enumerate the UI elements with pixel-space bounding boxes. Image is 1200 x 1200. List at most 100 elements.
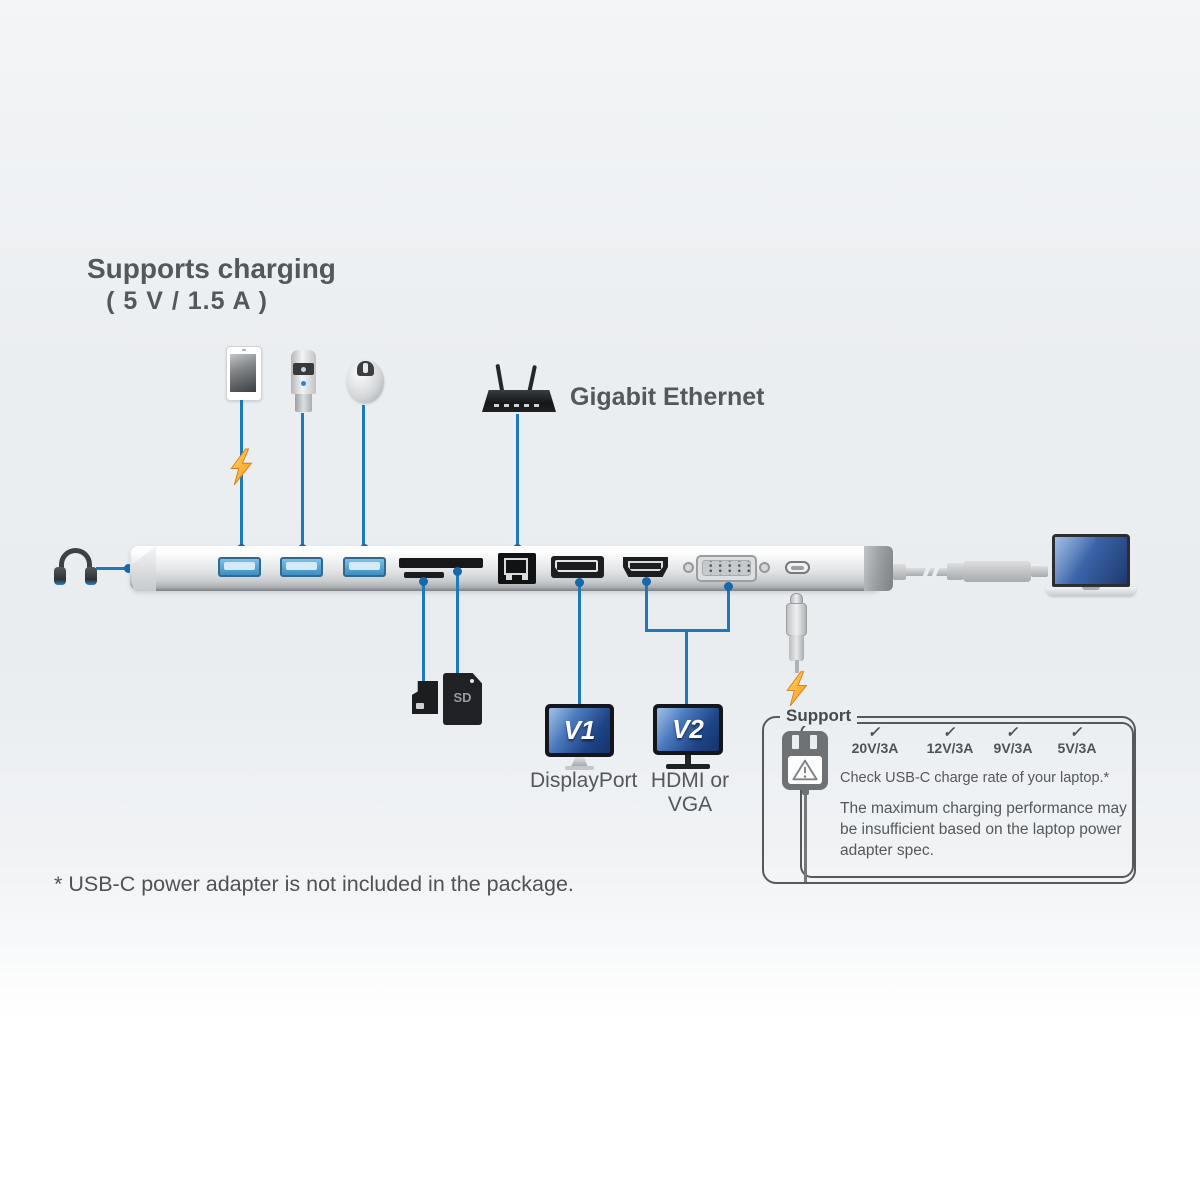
monitor-v1-screen: V1: [549, 708, 610, 753]
line-sd: [456, 568, 459, 674]
power-adapter-icon: [782, 731, 828, 790]
usb-c-port: [785, 561, 810, 574]
line-drive: [301, 413, 304, 549]
drive-led: [301, 381, 306, 386]
drive-lens: [301, 367, 306, 372]
line-vga: [727, 584, 730, 631]
usb-a-port-2: [280, 557, 323, 577]
usb-c-plug-cable: [794, 660, 799, 673]
usb-drive-icon: [291, 350, 316, 412]
vga-screw-right: [759, 562, 770, 573]
warning-triangle-icon: [792, 759, 818, 781]
usb-tongue: [224, 562, 255, 570]
rate-12v: ✓ 12V/3A: [920, 724, 980, 756]
monitor-v1-base: [565, 766, 594, 770]
hdmi-outline: [628, 561, 663, 571]
line-displayport: [578, 579, 581, 706]
monitor-v2: V2: [653, 704, 723, 755]
title-line2: ( 5 V / 1.5 A ): [106, 287, 268, 315]
lightning-bolt-icon: [786, 671, 808, 707]
laptop-screen-frame: [1052, 534, 1130, 587]
router-antenna-left: [495, 363, 505, 395]
headphone-right-cup: [85, 567, 97, 585]
rj45-outline: [504, 558, 528, 575]
usb-a-port-1: [218, 557, 261, 577]
smartphone-icon: [226, 346, 262, 401]
title-line1: Supports charging: [87, 253, 336, 284]
router-icon: [482, 362, 556, 412]
router-body: [482, 390, 556, 412]
ethernet-label: Gigabit Ethernet: [570, 383, 765, 411]
rate-5v: ✓ 5V/3A: [1050, 724, 1104, 756]
rate-label: 5V/3A: [1057, 740, 1097, 756]
rate-9v: ✓ 9V/3A: [988, 724, 1038, 756]
lightning-bolt-icon: [230, 448, 253, 486]
vga-port: [696, 555, 757, 582]
monitor-v1-caption: DisplayPort: [530, 769, 638, 792]
phone-speaker: [242, 349, 246, 351]
usb-a-port-3: [343, 557, 386, 577]
router-lights: [494, 404, 544, 407]
line-bracket-vertical: [684, 629, 688, 706]
laptop-notch: [1082, 587, 1100, 590]
check-icon: ✓: [942, 724, 959, 741]
check-icon: ✓: [867, 724, 884, 741]
usb-c-pin: [791, 566, 804, 570]
sd-card-slot: [399, 558, 483, 568]
laptop-icon: [1046, 532, 1136, 596]
monitor-v2-caption: HDMI or VGA: [650, 769, 730, 816]
usb-c-plug-body: [786, 603, 807, 636]
dot-vga: [724, 582, 733, 591]
micro-sd-slot: [404, 572, 444, 578]
support-note: Check USB-C charge rate of your laptop.*: [840, 770, 1110, 786]
hdmi-port: [623, 557, 668, 577]
adapter-prong: [810, 735, 817, 749]
rate-label: 12V/3A: [926, 740, 974, 756]
router-antenna-right: [527, 364, 537, 395]
line-micro-sd: [422, 578, 425, 682]
rj45-foot: [522, 575, 528, 580]
footnote: * USB-C power adapter is not included in…: [54, 872, 574, 896]
dot-displayport: [575, 578, 584, 587]
line-router: [516, 414, 519, 549]
rj45-foot: [506, 575, 512, 580]
check-icon: ✓: [1069, 724, 1086, 741]
ethernet-port: [498, 553, 536, 584]
displayport-outline: [555, 560, 598, 572]
micro-sd-mark: [416, 703, 424, 709]
monitor-v1-label: V1: [563, 715, 596, 745]
line-mouse: [362, 405, 365, 549]
cable-sleeve: [963, 561, 1031, 582]
screen-glare: [1055, 537, 1098, 584]
phone-screen: [230, 354, 256, 392]
usb-c-plug-sleeve: [789, 635, 804, 661]
vga-screw-left: [683, 562, 694, 573]
support-body: The maximum charging performance may be …: [840, 800, 1127, 859]
adapter-cord-tab: [801, 790, 809, 795]
dot-sd: [453, 567, 462, 576]
headphone-band: [59, 548, 92, 576]
dot-micro-sd: [419, 577, 428, 586]
dock-right-edge: [864, 546, 893, 591]
line-hdmi: [644, 579, 648, 631]
dot-hdmi: [641, 577, 651, 586]
sd-card-icon: SD: [443, 673, 482, 725]
monitor-v2-stand: [685, 755, 691, 765]
micro-sd-card-icon: [412, 681, 438, 714]
line-headphones: [96, 567, 128, 570]
headphones-icon: [53, 548, 99, 590]
cable-break: [919, 556, 944, 586]
adapter-cord: [803, 795, 807, 882]
headphone-left-cup: [54, 567, 66, 585]
monitor-v2-label: V2: [672, 714, 704, 744]
support-outer-box: [762, 716, 1136, 884]
adapter-prong: [792, 735, 799, 749]
adapter-panel: [788, 756, 822, 784]
drive-usb-connector: [295, 394, 312, 412]
monitor-v1: V1: [545, 704, 614, 757]
mouse-icon: [347, 360, 384, 403]
dot-headphones: [124, 564, 133, 573]
vga-pins: [702, 560, 751, 576]
support-inner-box: [800, 722, 1134, 878]
cable-collar-2: [947, 563, 963, 580]
